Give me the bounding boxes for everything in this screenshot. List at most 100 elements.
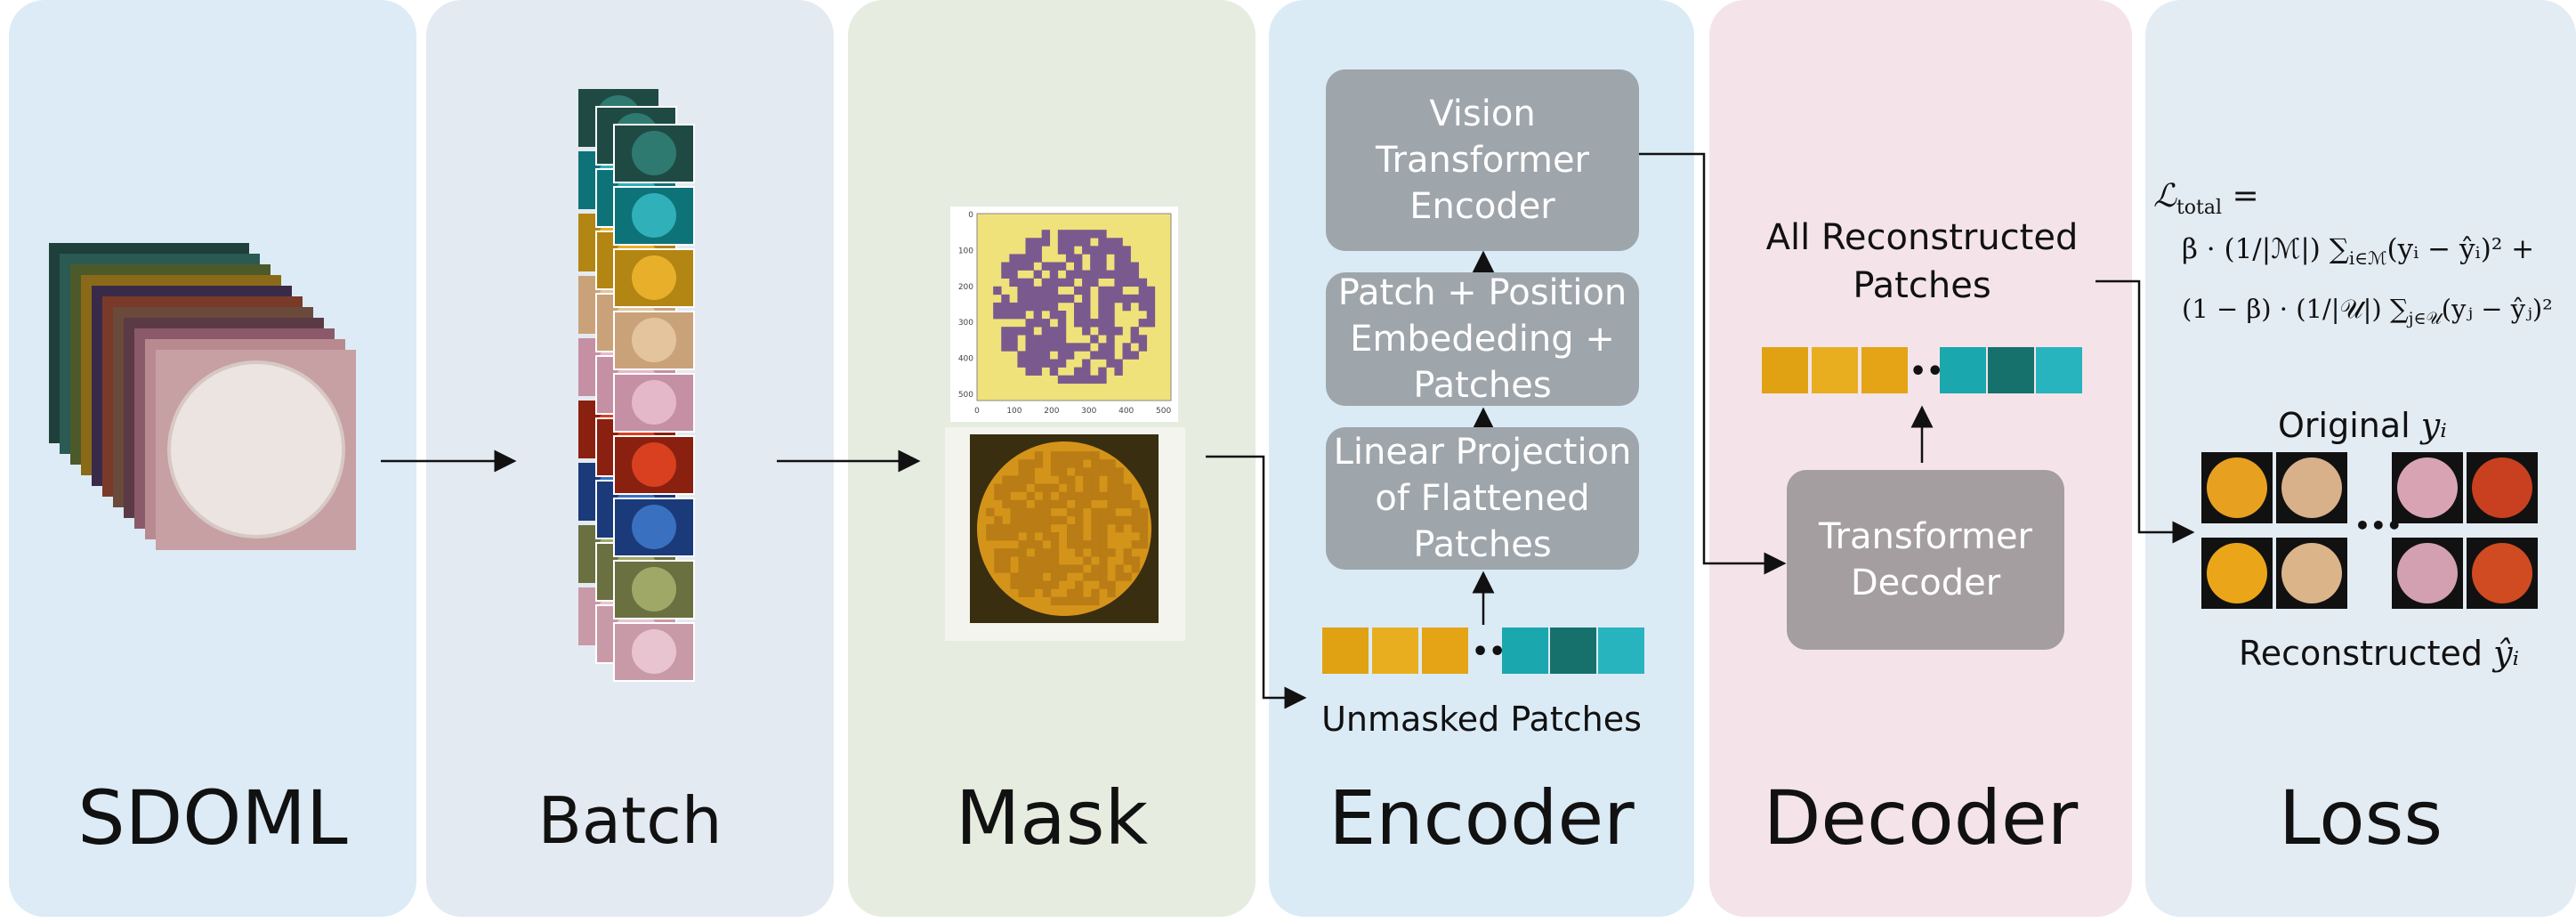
masked-sun-cell	[1018, 499, 1027, 509]
mask-cell	[1090, 270, 1099, 279]
masked-sun-cell	[1050, 515, 1060, 525]
masked-sun-cell	[1099, 491, 1108, 500]
mask-cell	[1114, 327, 1123, 336]
masked-sun-cell	[1050, 451, 1060, 460]
mask-cell	[1146, 286, 1156, 296]
mask-cell	[1001, 311, 1010, 320]
mask-cell	[1049, 343, 1059, 352]
masked-sun-cell	[1099, 459, 1108, 468]
mask-cell	[1009, 335, 1018, 344]
reconstructed-var: ŷᵢ	[2493, 634, 2520, 673]
mask-cell	[1065, 278, 1075, 287]
mask-cell	[1025, 343, 1034, 352]
mask-y-tick: 300	[958, 319, 973, 328]
mask-cell	[1041, 359, 1051, 368]
linear-line-3: Patches	[1413, 524, 1552, 565]
mask-cell	[1033, 246, 1042, 255]
loss-line-1-b: (yᵢ − ŷᵢ)² +	[2386, 233, 2535, 265]
mask-cell	[1041, 351, 1051, 360]
mask-cell	[1098, 343, 1107, 352]
mask-cell	[1041, 278, 1051, 287]
masked-sun-cell	[1010, 475, 1019, 484]
masked-sun-cell	[1010, 548, 1019, 557]
mask-cell	[1146, 294, 1156, 304]
mask-cell	[1130, 262, 1139, 271]
masked-sun-cell	[1107, 475, 1116, 484]
masked-sun-cell	[1026, 467, 1035, 476]
vision-transformer-encoder-box: Vision Transformer Encoder	[1326, 69, 1639, 251]
mask-cell	[1074, 367, 1083, 376]
mask-x-tick: 400	[1118, 407, 1134, 416]
masked-sun-cell	[1034, 507, 1044, 517]
original-sun-3	[2392, 452, 2463, 523]
mask-cell	[1049, 302, 1059, 312]
original-label: Original yᵢ	[2278, 406, 2527, 445]
masked-sun-cell	[1026, 459, 1035, 468]
masked-sun-cell	[1075, 540, 1084, 549]
masked-sun-cell	[1107, 491, 1116, 500]
loss-line-1-a: β · (1/|ℳ|) ∑	[2182, 233, 2349, 265]
mask-cell	[1138, 294, 1148, 304]
mask-cell	[1065, 246, 1075, 255]
mask-cell	[1082, 246, 1091, 255]
masked-sun-cell	[1107, 515, 1116, 525]
mask-cell	[1114, 270, 1123, 279]
mask-cell	[1138, 278, 1148, 287]
vit-line-1: Vision	[1429, 93, 1536, 134]
mask-cell	[1074, 262, 1083, 271]
masked-sun-cell	[1042, 499, 1052, 509]
mask-cell	[1001, 302, 1010, 312]
masked-sun-cell	[1050, 548, 1060, 557]
masked-sun-cell	[1115, 499, 1124, 509]
mask-cell	[1041, 262, 1051, 271]
mask-cell	[1098, 311, 1107, 320]
loss-symbol-sub: total	[2176, 197, 2223, 220]
masked-sun-cell	[1091, 507, 1100, 517]
masked-sun-cell	[1067, 523, 1076, 533]
loss-line-1: β · (1/|ℳ|) ∑i∈ℳ(yᵢ − ŷᵢ)² +	[2182, 233, 2534, 269]
masked-sun-cell	[1050, 532, 1060, 541]
masked-sun-cell	[1091, 572, 1100, 581]
patch-teal-3	[1598, 627, 1644, 674]
mask-cell	[1130, 335, 1139, 344]
mask-cell	[1130, 327, 1139, 336]
masked-sun-cell	[1099, 515, 1108, 525]
masked-sun-cell	[1107, 548, 1116, 557]
mask-cell	[1025, 335, 1034, 344]
masked-sun-cell	[1099, 580, 1108, 589]
mask-cell	[1082, 359, 1091, 368]
original-var: yᵢ	[2420, 406, 2447, 445]
masked-sun-cell	[1107, 483, 1116, 492]
masked-sun-cell	[1139, 515, 1149, 525]
mask-cell	[1041, 327, 1051, 336]
unmasked-patches-label: Unmasked Patches	[1321, 700, 1642, 739]
mask-cell	[1057, 278, 1067, 287]
panel-title-decoder: Decoder	[1763, 774, 2079, 862]
masked-sun-cell	[1018, 580, 1027, 589]
masked-sun-cell	[1067, 483, 1076, 492]
mask-cell	[1146, 302, 1156, 312]
masked-sun-cell	[1058, 491, 1068, 500]
mask-cell	[1017, 278, 1026, 287]
mask-cell	[993, 286, 1002, 296]
masked-sun-cell	[1067, 459, 1076, 468]
mask-y-tick: 200	[958, 283, 973, 292]
masked-sun-cell	[1010, 580, 1019, 589]
masked-sun-cell	[1018, 475, 1027, 484]
mask-cell	[1138, 319, 1148, 328]
mask-cell	[1122, 294, 1131, 304]
mask-cell	[1025, 286, 1034, 296]
mask-cell	[1082, 302, 1091, 312]
patch-yellow-2	[1372, 627, 1418, 674]
mask-cell	[1017, 327, 1026, 336]
mask-cell	[1057, 327, 1067, 336]
masked-sun-cell	[1139, 540, 1149, 549]
masked-sun-cell	[1042, 564, 1052, 573]
masked-sun-cell	[1010, 483, 1019, 492]
masked-sun-cell	[1058, 572, 1068, 581]
mask-cell	[1025, 278, 1034, 287]
masked-sun-cell	[1123, 515, 1132, 525]
masked-sun-cell	[1115, 483, 1124, 492]
masked-sun-cell	[1067, 564, 1076, 573]
